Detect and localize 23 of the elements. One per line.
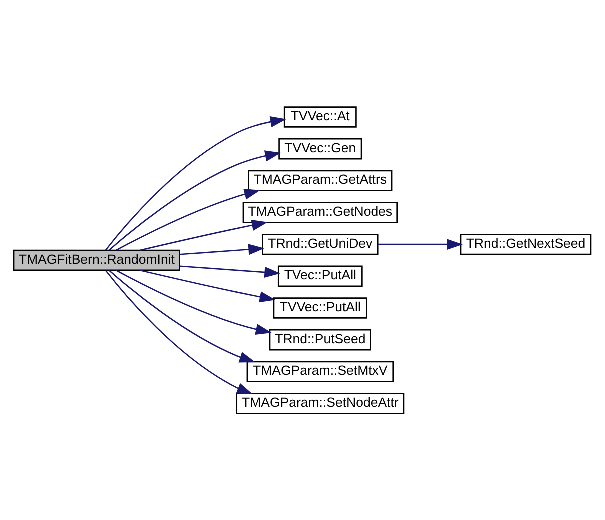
- node-box: TRnd::PutSeed: [269, 328, 372, 350]
- arrow: [109, 270, 256, 362]
- arrow: [105, 270, 254, 394]
- node-box: TVVec::Gen: [278, 138, 362, 160]
- node-box: TMAGParam::SetNodeAttr: [236, 392, 405, 414]
- arrow: [105, 116, 286, 250]
- arrow: [180, 265, 281, 278]
- node-box: TVec::PutAll: [278, 265, 363, 287]
- node-box: TMAGParam::GetAttrs: [248, 170, 393, 192]
- arrow: [140, 269, 276, 302]
- arrow: [109, 150, 282, 250]
- node-box: TRnd::GetNextSeed: [460, 233, 592, 255]
- node-box: TVVec::At: [284, 106, 357, 128]
- node-box: TVVec::PutAll: [273, 297, 368, 318]
- node-box: TMAGParam::SetMtxV: [246, 360, 394, 382]
- arrow: [140, 220, 268, 251]
- arrow: [116, 188, 260, 250]
- node-box: TRnd::GetUniDev: [262, 233, 379, 255]
- node-box: TMAGFitBern::RandomInit: [13, 249, 180, 271]
- arrow: [116, 270, 272, 334]
- arrow: [378, 238, 463, 250]
- arrow: [180, 244, 265, 255]
- node-box: TMAGParam::GetNodes: [242, 202, 398, 223]
